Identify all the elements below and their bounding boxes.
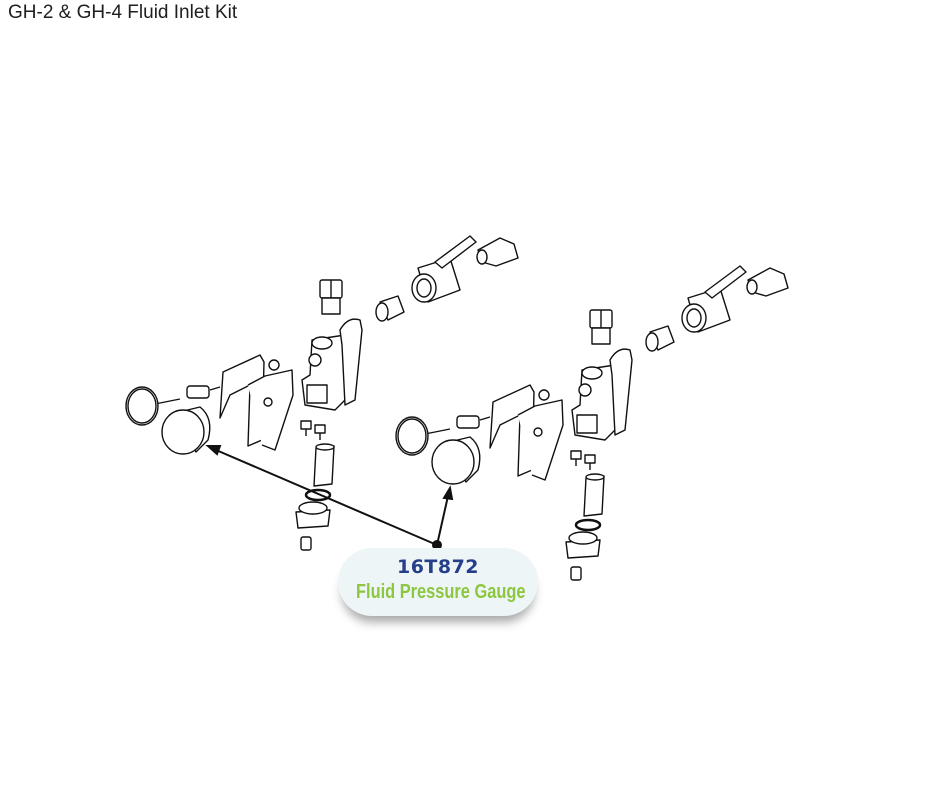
arrowhead-right xyxy=(442,485,454,501)
part-name: Fluid Pressure Gauge xyxy=(356,581,526,603)
page-title: GH-2 & GH-4 Fluid Inlet Kit xyxy=(8,2,238,23)
leader-line-right xyxy=(436,495,449,546)
part-number: 16T872 xyxy=(396,556,480,578)
gh2-assembly-drawing xyxy=(124,234,520,552)
gh4-assembly-drawing xyxy=(394,264,790,582)
arrowhead-left xyxy=(205,445,222,456)
part-callout: 16T872 Fluid Pressure Gauge xyxy=(338,548,538,616)
leader-line-left xyxy=(215,449,438,546)
